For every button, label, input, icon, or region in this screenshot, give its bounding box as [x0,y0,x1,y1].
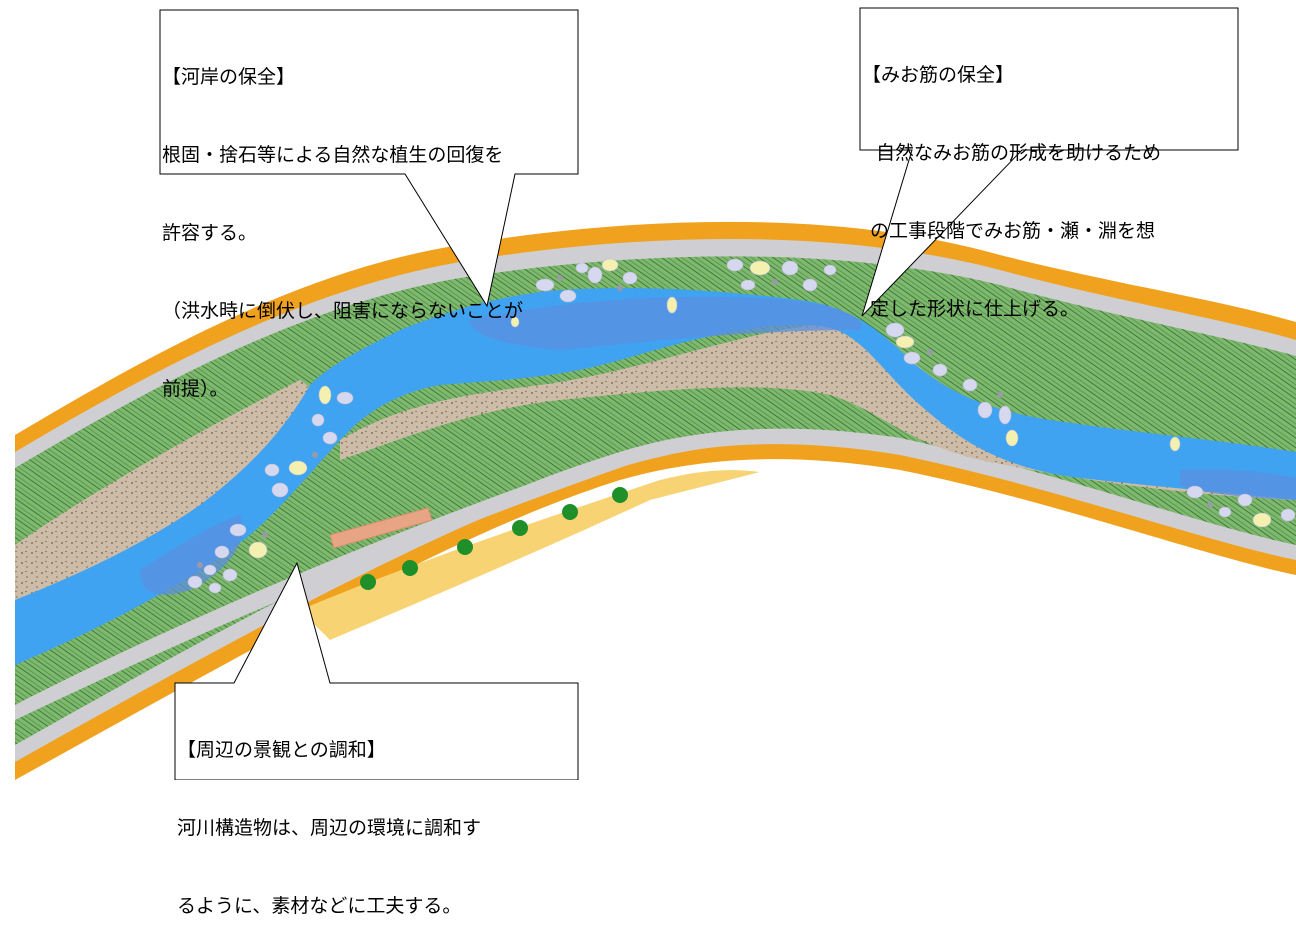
callout-landscape-line: 河川構造物は、周辺の環境に調和す [177,817,482,839]
tree-row [360,487,628,590]
callout-channel-line: の工事段階でみお筋・瀬・淵を想 [870,220,1156,242]
rock-cluster [187,258,1296,594]
callout-landscape-bubble [174,561,579,780]
tree [512,520,528,536]
callout-channel-title: 【みお筋の保全】 [862,64,1015,86]
deep-pool-3 [1180,469,1296,500]
callout-bank-line: 前提）。 [162,378,229,400]
river-diagram [15,7,1296,780]
tree [360,574,376,590]
pebbles [197,275,1213,568]
callout-bank-bubble [159,9,579,308]
river-water [15,288,1296,665]
tree [402,560,418,576]
callout-bank-text: 【河岸の保全】 根固・捨石等による自然な植生の回復を 許容する。 （洪水時に倒伏… [162,12,523,428]
berm [300,470,760,640]
tree [457,539,473,555]
callout-channel-text: 【みお筋の保全】 自然なみお筋の形成を助けるため の工事段階でみお筋・瀬・淵を想… [862,10,1161,348]
callout-bank-line: （洪水時に倒伏し、阻害にならないことが [162,300,524,322]
callout-channel-line: 定した形状に仕上げる。 [870,298,1080,320]
callout-landscape-line: るように、素材などに工夫する。 [177,895,462,917]
tree [562,504,578,520]
callout-landscape-title: 【周辺の景観との調和】 [177,739,386,761]
callout-channel-bubble [859,7,1239,317]
callout-channel-line: 自然なみお筋の形成を助けるため [876,142,1162,164]
walkway [329,507,433,549]
callout-bank-title: 【河岸の保全】 [162,66,296,88]
callout-bank-line: 許容する。 [162,222,258,244]
callout-landscape-text: 【周辺の景観との調和】 河川構造物は、周辺の環境に調和す るように、素材などに工… [177,685,481,945]
deep-pool-2 [140,515,243,595]
deep-pool-1 [470,296,862,350]
tree [612,487,628,503]
callout-bank-line: 根固・捨石等による自然な植生の回復を [162,144,504,166]
